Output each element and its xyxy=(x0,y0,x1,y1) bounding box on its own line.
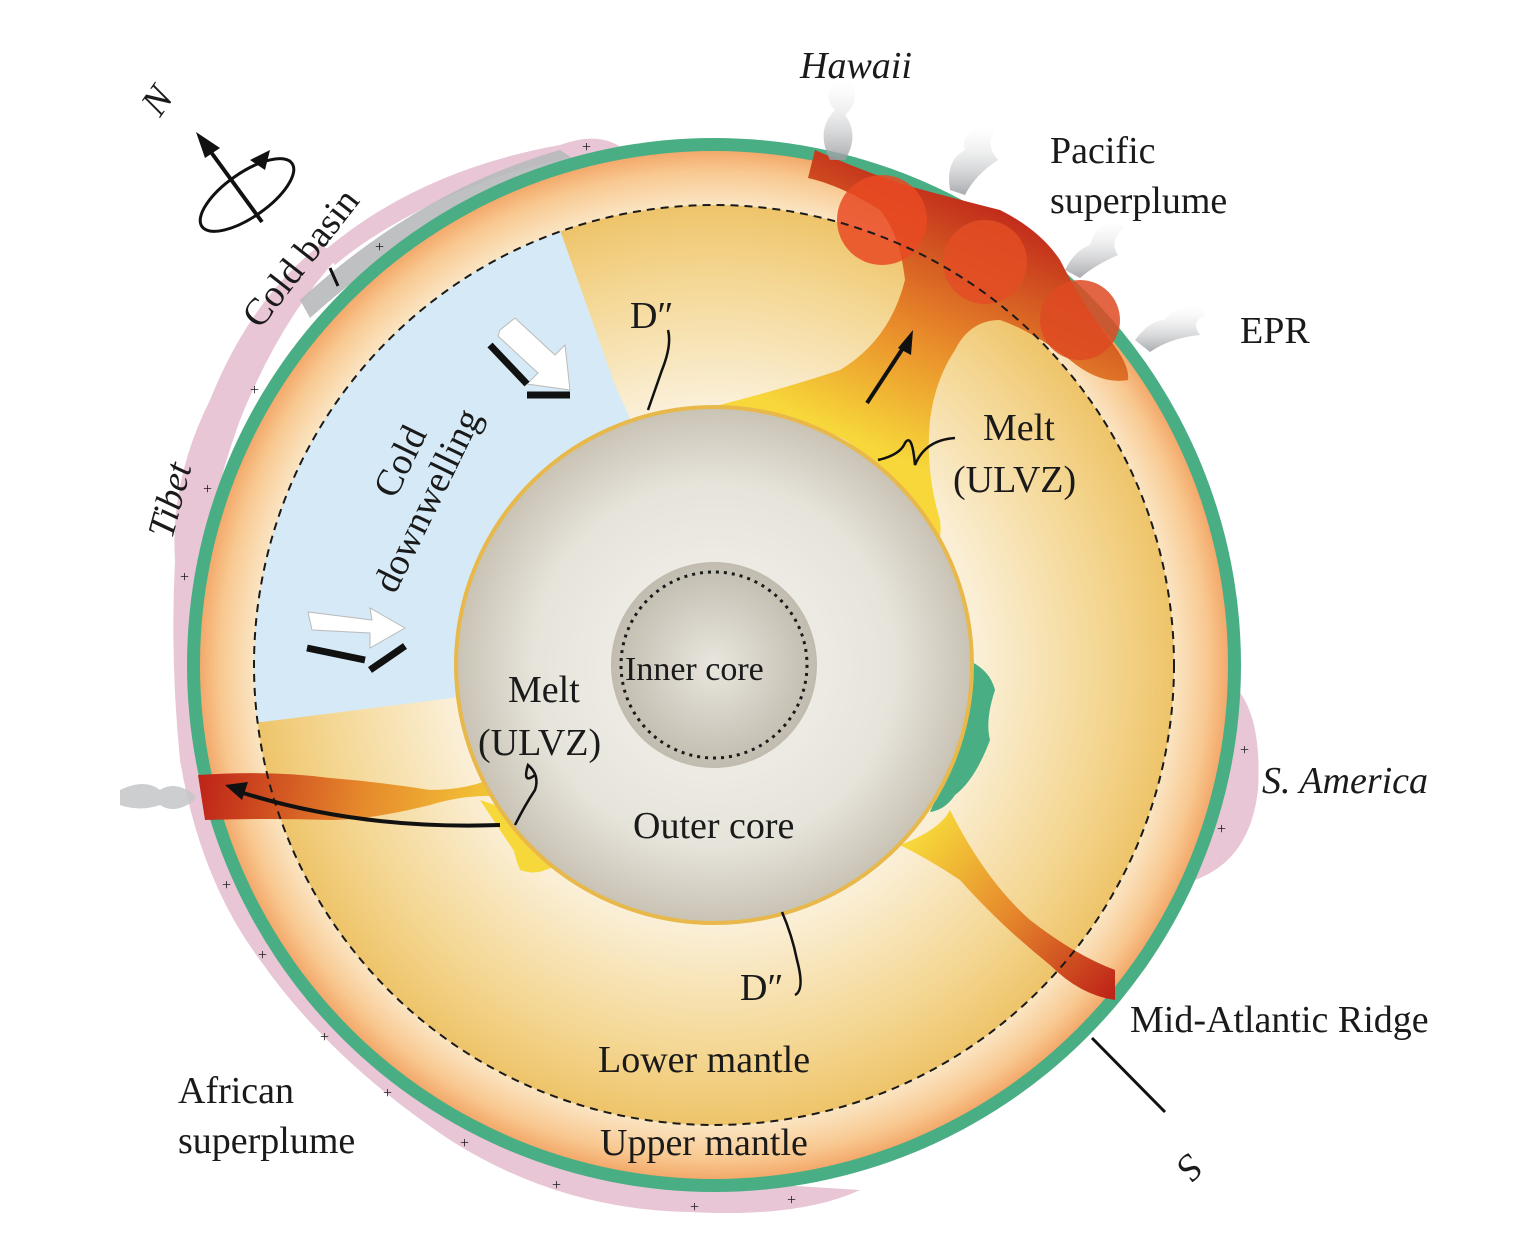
svg-text:+: + xyxy=(320,1029,329,1046)
pacific-smoke-icon xyxy=(949,125,998,195)
african-flow-arrow xyxy=(225,782,501,828)
mid-atlantic-plume xyxy=(900,810,1115,1000)
svg-text:+: + xyxy=(1217,821,1226,838)
melt-left-leader xyxy=(513,762,538,826)
african-superplume-label-1: African xyxy=(178,1070,294,1112)
upper-mantle-label: Upper mantle xyxy=(600,1122,808,1164)
svg-text:+: + xyxy=(690,1199,699,1216)
melt-left-label-1: Melt xyxy=(508,669,580,711)
mid-atlantic-ridge-label: Mid-Atlantic Ridge xyxy=(1130,999,1429,1041)
s-axis-line xyxy=(1090,1036,1167,1114)
svg-text:+: + xyxy=(582,139,591,156)
downwelling-arrow-top xyxy=(487,317,571,399)
svg-text:+: + xyxy=(1240,742,1249,759)
svg-text:+: + xyxy=(203,481,212,498)
plume-head xyxy=(837,175,927,265)
s-america-label: S. America xyxy=(1262,760,1428,802)
continental-lithosphere-left xyxy=(173,245,861,1214)
svg-text:+: + xyxy=(180,569,189,586)
svg-text:+: + xyxy=(222,877,231,894)
svg-text:+: + xyxy=(250,382,259,399)
north-label: N xyxy=(132,76,183,124)
d-double-prime-top-leader xyxy=(646,329,671,411)
pacific-smoke-icon xyxy=(1065,220,1125,278)
svg-text:+: + xyxy=(552,1177,561,1194)
d-double-prime-bottom-label: D″ xyxy=(740,967,783,1009)
melt-right-label-1: Melt xyxy=(983,407,1055,449)
svg-text:+: + xyxy=(460,1135,469,1152)
svg-text:+: + xyxy=(258,947,267,964)
epr-smoke-icon xyxy=(1135,305,1205,352)
tibet-upwarp xyxy=(325,138,625,265)
african-superplume xyxy=(198,763,560,873)
rotation-axis-icon xyxy=(196,132,296,233)
continent-plus-marks: + + + + + + + + + + + + + + + xyxy=(180,139,1249,1216)
pacific-flow-arrow xyxy=(865,330,913,405)
lower-mantle-label: Lower mantle xyxy=(598,1039,810,1081)
south-label: S xyxy=(1168,1146,1211,1189)
melt-right-leader xyxy=(877,436,956,466)
epr-label: EPR xyxy=(1240,310,1310,352)
hawaii-smoke-icon xyxy=(823,80,855,160)
pacific-superplume-label-2: superplume xyxy=(1050,180,1227,222)
african-superplume-label-2: superplume xyxy=(178,1120,355,1162)
hawaii-label: Hawaii xyxy=(799,45,912,87)
d-double-prime-top-label: D″ xyxy=(630,295,673,337)
svg-text:+: + xyxy=(383,1085,392,1102)
melt-left-label-2: (ULVZ) xyxy=(478,722,601,764)
d-double-prime-bottom-leader xyxy=(780,911,802,997)
svg-text:+: + xyxy=(375,239,384,256)
svg-text:+: + xyxy=(787,1192,796,1209)
inner-core-label: Inner core xyxy=(625,651,764,688)
cold-basin-tick xyxy=(328,267,340,287)
inner-core-boundary xyxy=(619,570,809,760)
inner-core xyxy=(611,562,817,768)
plume-head xyxy=(943,220,1027,304)
downwelling-arrow-bottom xyxy=(306,607,407,673)
melt-right-label-2: (ULVZ) xyxy=(953,459,1076,501)
pacific-superplume-label-1: Pacific xyxy=(1050,130,1156,172)
upper-lower-mantle-boundary xyxy=(253,204,1175,1126)
outer-core-label: Outer core xyxy=(633,805,794,847)
plume-head xyxy=(1040,280,1120,360)
african-smoke-icon xyxy=(120,784,195,809)
